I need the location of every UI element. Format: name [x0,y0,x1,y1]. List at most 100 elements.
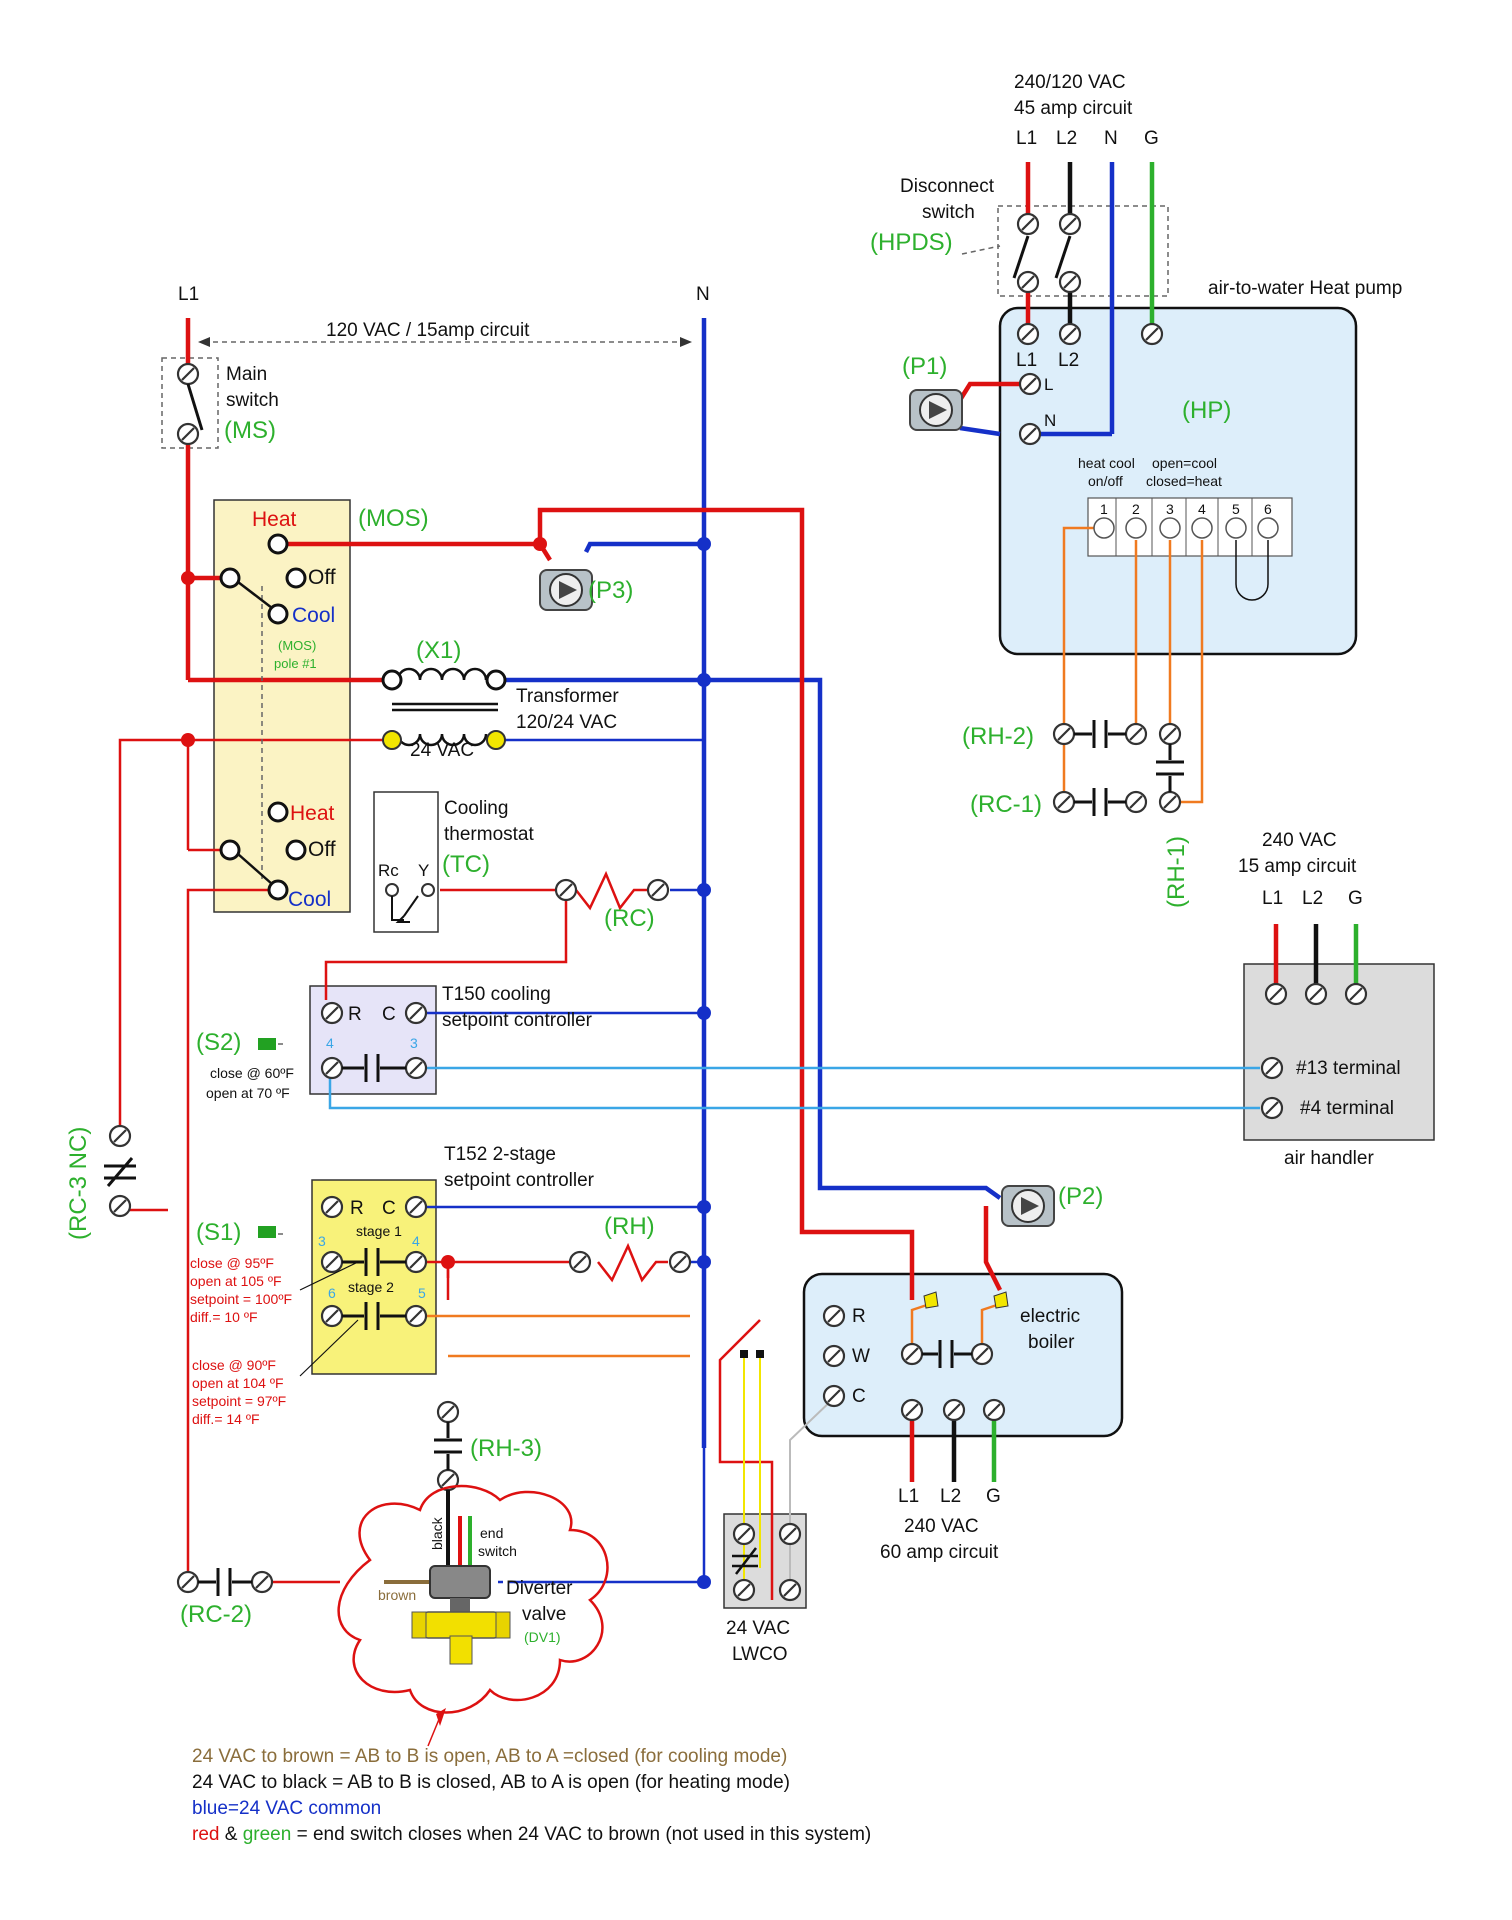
boiler-g: G [986,1486,1001,1507]
dv-end1: end [480,1525,503,1541]
mos-pole2: pole #1 [274,656,317,671]
hp-term-hdr2: on/off [1088,473,1123,489]
labels: 240/120 VAC 45 amp circuit L1 L2 N G Dis… [65,72,1402,1845]
lwco-screw-1 [732,1522,756,1546]
line-wires [185,162,1073,1300]
rh3-top-screw [436,1400,460,1424]
boiler-c: C [852,1386,866,1407]
main-n: N [696,284,710,305]
boiler-w-screw [822,1344,846,1368]
t150-3-screw [404,1056,428,1080]
hp-supply-line1: 240/120 VAC [1014,72,1126,93]
transformer-sec-right [486,730,506,750]
rh3-contact [434,1422,462,1470]
lwco-screw-2 [778,1522,802,1546]
disconnect-dashed-box [997,205,1169,297]
hp-terminal-circles [1093,517,1279,539]
arrow-left [198,337,210,347]
lwco-screw-4 [778,1578,802,1602]
diverter-wires [384,1490,472,1584]
hp-supply-l1: L1 [1016,128,1037,149]
hp-l2-screw [1058,322,1082,346]
legend-green-word: green [243,1824,292,1845]
dv-brown: brown [378,1587,416,1603]
24v-common-wires [426,738,706,1584]
dv-end2: switch [478,1543,517,1559]
rc1-right-screw [1124,790,1148,814]
ah-supply-line2: 15 amp circuit [1238,856,1357,877]
hp-title: air-to-water Heat pump [1208,278,1402,299]
s1-a4: diff.= 10 ºF [190,1309,258,1325]
t150-4: 4 [326,1035,334,1051]
air-handler-supply-wires [1273,924,1359,984]
hp-l-screw [1018,372,1042,396]
transformer [392,667,498,747]
rc3-top-screw [108,1124,132,1148]
ah-l1-screw [1264,982,1288,1006]
legend-rest: = end switch closes when 24 VAC to brown… [291,1824,871,1845]
hp-ground-screw [1140,322,1164,346]
mos-tag: (MOS) [358,505,429,532]
s1-sensor [258,1226,276,1238]
ah-l2-screw [1304,982,1328,1006]
tc-y: Y [418,861,429,880]
thermostat-box [373,791,439,933]
main-switch-label1: Main [226,364,267,385]
s2-close: close @ 60ºF [210,1065,294,1081]
junction-dots [181,537,711,1589]
disconnect-blade-1 [1012,235,1030,279]
mos2-heat: Heat [290,802,335,825]
disconnect-tag: (HPDS) [870,229,953,256]
boiler-r-screw [822,1304,846,1328]
boiler-l2: L2 [940,1486,961,1507]
t152-label2: setpoint controller [444,1170,595,1191]
rh3-label: (RH-3) [470,1435,542,1462]
rh-coil [597,1242,668,1283]
hp-term-3: 3 [1166,501,1174,517]
boiler-r: R [852,1306,866,1327]
p3-pump-icon [539,569,593,611]
transformer-secondary: 24 VAC [410,740,474,761]
rc-coil [575,870,648,911]
hp-n-label: N [1044,411,1056,430]
t150-c: C [382,1004,396,1025]
mos-heat: Heat [252,508,297,531]
t152-c-screw [404,1195,428,1219]
legend-amp: & [219,1824,242,1845]
disconnect-blade-2 [1054,235,1072,279]
rc2-left-screw [176,1570,200,1594]
dv-black: black [429,1516,445,1550]
boiler-label1: electric [1020,1306,1080,1327]
rc2-right-screw [250,1570,274,1594]
t150-r-screw [320,1001,344,1025]
boiler-contact-right [970,1342,994,1366]
ah-terminal-4: #4 terminal [1300,1098,1394,1119]
dv-tag: (DV1) [524,1629,561,1645]
dv-label2: valve [522,1604,566,1625]
t150-label2: setpoint controller [442,1010,593,1031]
t150-r: R [348,1004,362,1025]
lwco-contact [732,1547,758,1575]
hp-term-hdr4: closed=heat [1146,473,1222,489]
t152-r: R [350,1198,364,1219]
t152-c: C [382,1198,396,1219]
boiler-c-screw [822,1384,846,1408]
mos-cool: Cool [292,604,335,627]
rc3-bottom-screw [108,1194,132,1218]
boiler-supply-line1: 240 VAC [904,1516,979,1537]
tc-label2: thermostat [444,824,534,845]
t152-4: 4 [412,1233,420,1249]
hp-term-hdr3: open=cool [1152,455,1217,471]
hp-term-1: 1 [1100,501,1108,517]
rc2-label: (RC-2) [180,1601,252,1628]
mos2-off: Off [308,838,336,861]
rh1-label: (RH-1) [1163,836,1190,908]
mos2-cool: Cool [288,888,331,911]
legend-line2: 24 VAC to black = AB to B is closed, AB … [192,1772,790,1793]
arrow-right [680,337,692,347]
t152-5: 5 [418,1285,426,1301]
thermostat-switch-icon [391,895,419,923]
boiler-contact-left [900,1342,924,1366]
legend-line4: red & green = end switch closes when 24 … [192,1824,871,1845]
s1-b4: diff.= 14 ºF [192,1411,260,1427]
